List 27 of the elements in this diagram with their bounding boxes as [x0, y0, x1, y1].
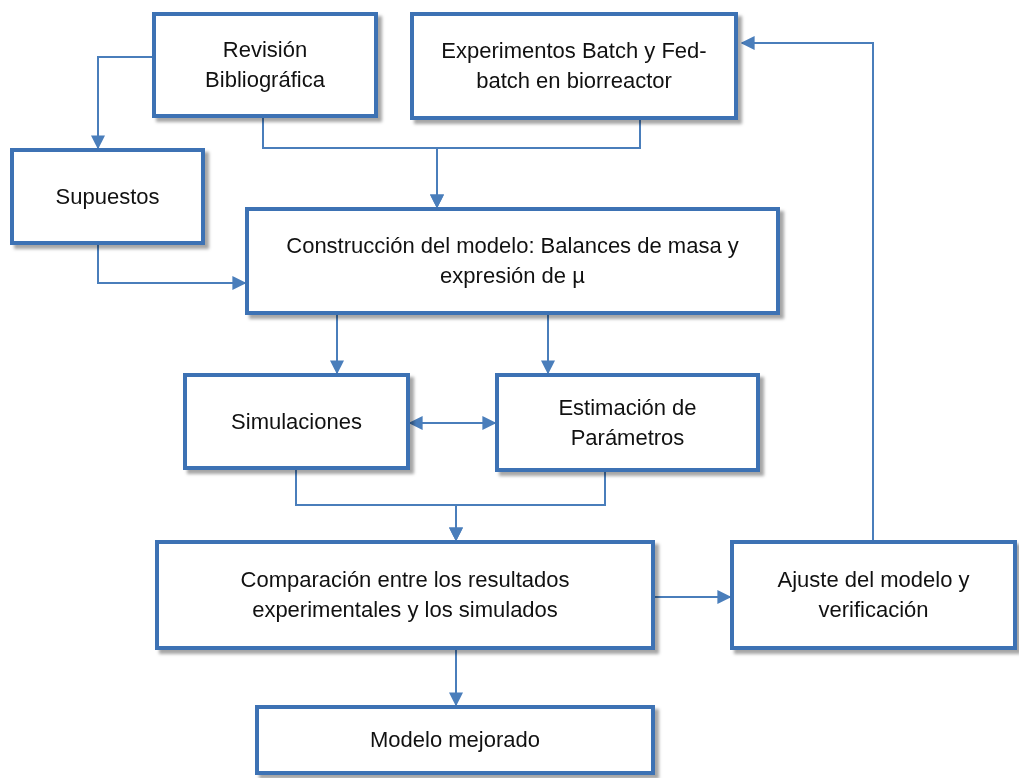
process-box [410, 12, 738, 120]
box-label: Supuestos [55, 182, 160, 211]
box-label: Estimación de Parámetros [557, 393, 698, 452]
box-label: Revisión Bibliográfica [204, 36, 326, 94]
process-box [730, 540, 1017, 650]
arrow [449, 471, 606, 542]
arrow [91, 56, 153, 150]
process-box [10, 148, 205, 245]
box-label: Ajuste del modelo y verificación [776, 566, 971, 624]
process-box [152, 12, 378, 118]
arrow [430, 119, 641, 209]
process-box [183, 373, 410, 470]
process-box [155, 540, 655, 650]
box-label: Comparación entre los resultados experimentales y los simulados [239, 566, 571, 624]
box-label: Modelo mejorado [370, 726, 540, 754]
process-box [245, 207, 780, 315]
arrow [654, 590, 732, 604]
arrow [97, 244, 247, 290]
arrow [330, 314, 344, 375]
box-label: Construcción del modelo: Balances de masa y expresión de µ [285, 232, 740, 290]
process-box [255, 705, 655, 775]
arrow [449, 649, 463, 707]
process-box [495, 373, 760, 472]
box-label: Experimentos Batch y Fed-batch en biorreactor [440, 37, 708, 95]
box-label: Simulaciones [231, 407, 362, 436]
arrow [541, 314, 555, 375]
arrow [740, 36, 874, 541]
